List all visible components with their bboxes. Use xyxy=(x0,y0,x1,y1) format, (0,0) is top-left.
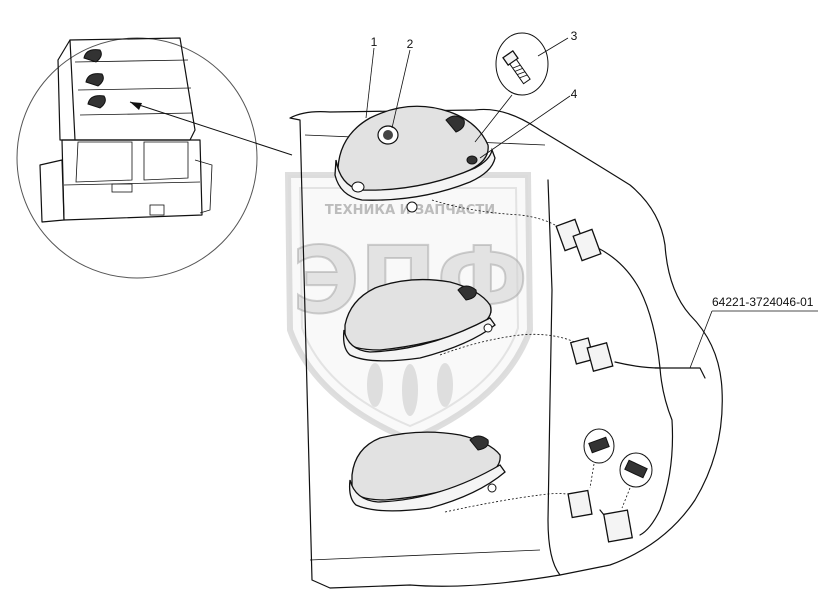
connector-middle xyxy=(569,337,614,372)
wheat-ears xyxy=(367,363,453,416)
wiring-harness xyxy=(431,199,706,543)
connector-detail-right xyxy=(619,452,653,509)
callout-2: 2 xyxy=(407,37,414,51)
part-number-label: 64221-3724046-01 xyxy=(712,295,814,309)
inset-cab-view xyxy=(16,37,258,279)
pointer-arrow xyxy=(129,101,293,156)
callout-4: 4 xyxy=(571,87,578,101)
callout-1: 1 xyxy=(371,35,378,49)
connector-bottom xyxy=(567,489,634,543)
marker-lamp-top xyxy=(334,105,496,213)
connector-top xyxy=(555,218,602,262)
callout-3: 3 xyxy=(571,29,578,43)
bolt-detail xyxy=(495,32,549,96)
inset-lamp-icon xyxy=(83,49,102,63)
marker-lamp-bottom xyxy=(348,431,506,512)
leader-lines xyxy=(365,37,818,369)
connector-detail-left xyxy=(583,428,615,489)
marker-lamp-middle xyxy=(342,278,496,362)
